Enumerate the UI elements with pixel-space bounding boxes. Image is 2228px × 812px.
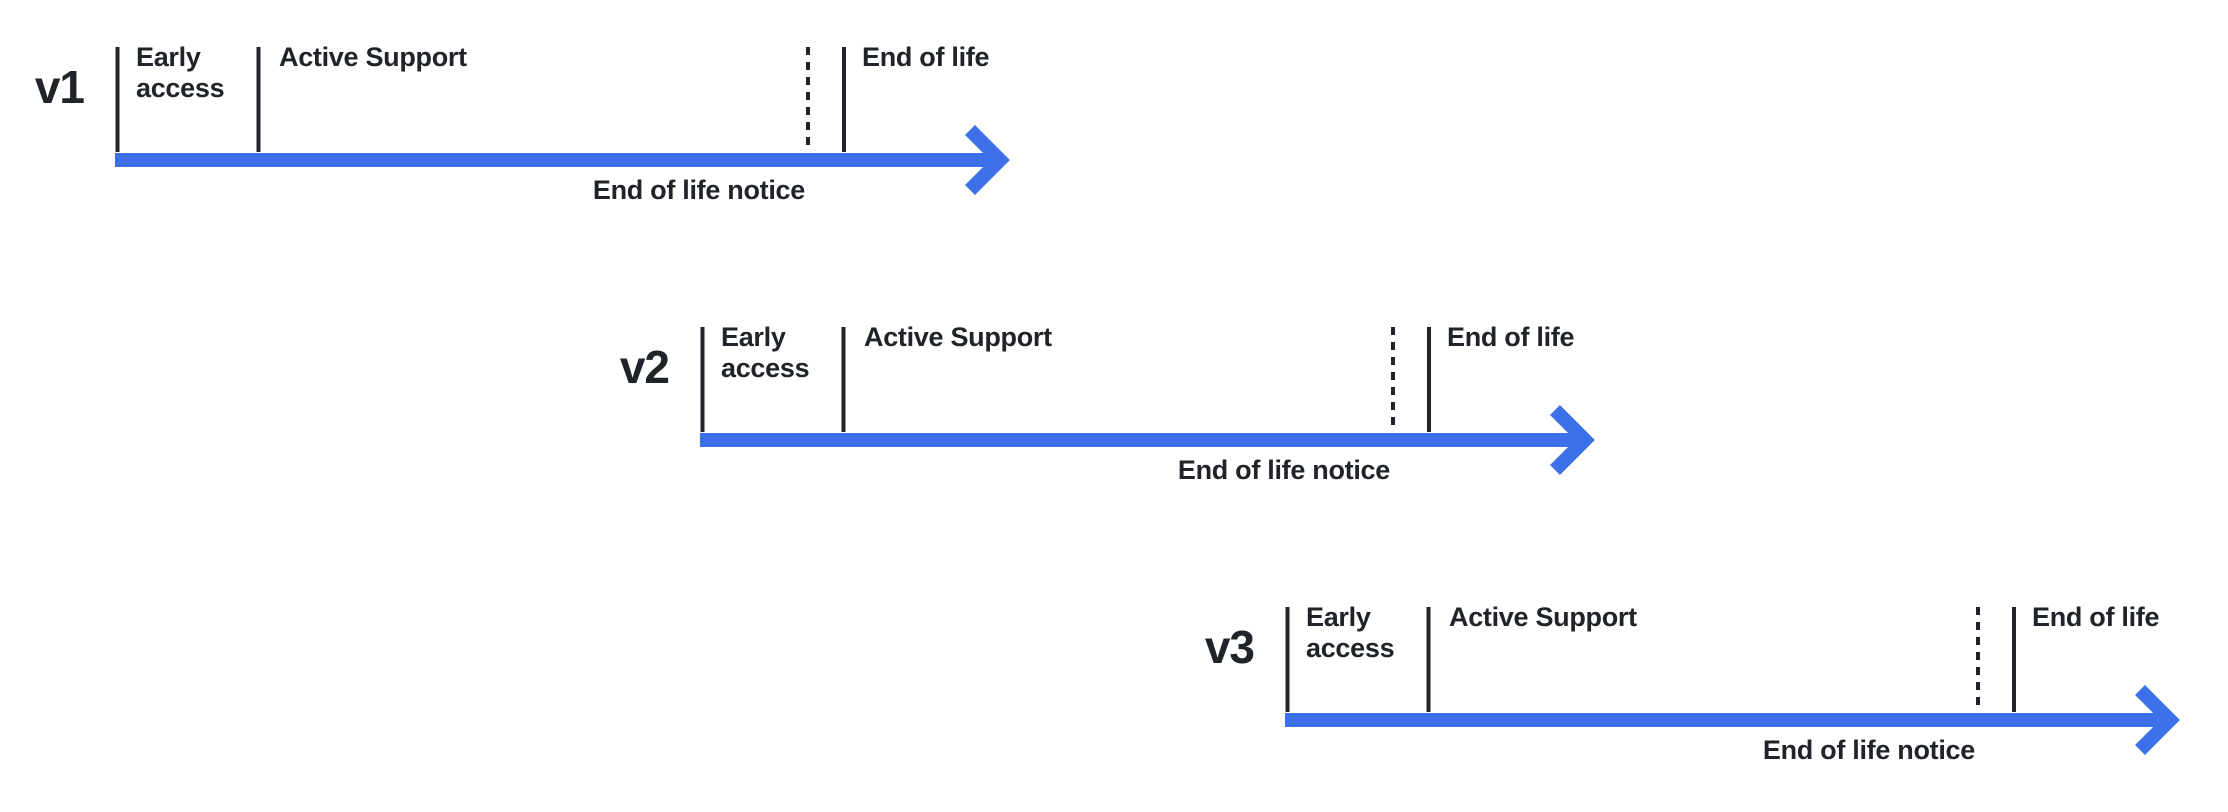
timeline-graphic (115, 47, 1010, 195)
timeline-arrowhead (965, 125, 1010, 195)
end-of-life-label: End of life (2032, 602, 2160, 632)
end-of-life-label: End of life (1447, 322, 1575, 352)
timeline-v3: v3 Early access Active Support End of li… (1170, 560, 2228, 790)
early-access-label: Early access (136, 42, 225, 103)
end-of-life-notice-label: End of life notice (592, 175, 805, 205)
active-support-label: Active Support (279, 42, 467, 72)
end-of-life-label: End of life (862, 42, 990, 72)
version-label: v2 (619, 341, 670, 393)
version-label: v1 (34, 61, 85, 113)
timeline-arrowhead (1550, 405, 1595, 475)
end-of-life-notice-label: End of life notice (1762, 735, 1975, 765)
timeline-v1: v1 Early access Active Support End of li… (0, 0, 1120, 230)
active-support-label: Active Support (864, 322, 1052, 352)
timeline-graphic (700, 327, 1595, 475)
early-access-label: Early access (721, 322, 810, 383)
timeline-graphic (1285, 607, 2180, 755)
version-label: v3 (1204, 621, 1255, 673)
timeline-v2: v2 Early access Active Support End of li… (585, 280, 1705, 510)
early-access-label: Early access (1306, 602, 1395, 663)
timeline-arrowhead (2135, 685, 2180, 755)
end-of-life-notice-label: End of life notice (1177, 455, 1390, 485)
active-support-label: Active Support (1449, 602, 1637, 632)
